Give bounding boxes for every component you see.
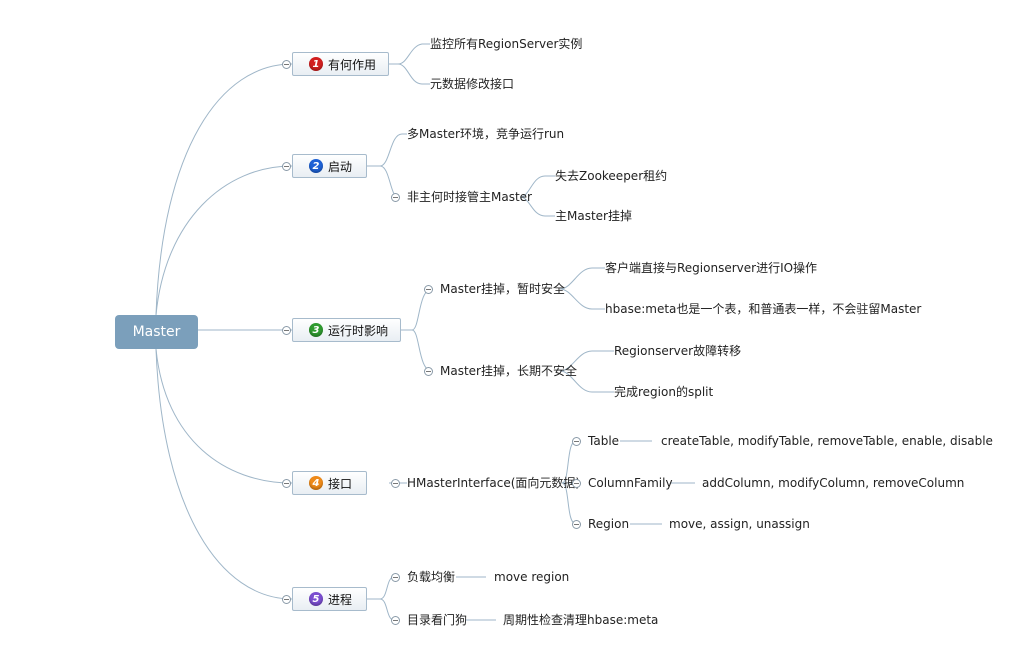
subtopic-table-ops[interactable]: createTable, modifyTable, removeTable, e… [661, 434, 993, 448]
priority-5-icon: 5 [309, 592, 323, 606]
topic-node-interface[interactable]: 4 接口 [292, 471, 367, 495]
root-node-master[interactable]: Master [115, 315, 198, 349]
priority-2-icon: 2 [309, 159, 323, 173]
topic-label: 进程 [328, 592, 353, 607]
topic-label: 接口 [328, 476, 353, 491]
priority-3-icon: 3 [309, 323, 323, 337]
priority-4-icon: 4 [309, 476, 323, 490]
collapse-toggle-icon[interactable] [282, 326, 291, 335]
subtopic-split[interactable]: 完成region的split [614, 385, 714, 399]
subtopic-region[interactable]: Region [588, 517, 630, 531]
subtopic-column-family[interactable]: ColumnFamily [588, 476, 673, 490]
collapse-toggle-icon[interactable] [391, 616, 400, 625]
subtopic-failover[interactable]: Regionserver故障转移 [614, 344, 742, 358]
collapse-toggle-icon[interactable] [572, 479, 581, 488]
collapse-toggle-icon[interactable] [424, 285, 433, 294]
subtopic-client-io[interactable]: 客户端直接与Regionserver进行IO操作 [605, 261, 818, 275]
topic-label: 运行时影响 [328, 323, 389, 338]
collapse-toggle-icon[interactable] [424, 367, 433, 376]
subtopic-table[interactable]: Table [588, 434, 620, 448]
topic-node-startup[interactable]: 2 启动 [292, 154, 367, 178]
subtopic-zk-lease[interactable]: 失去Zookeeper租约 [555, 169, 668, 183]
subtopic-load-balance[interactable]: 负载均衡 [407, 570, 456, 584]
subtopic-hmaster-interface[interactable]: HMasterInterface(面向元数据) [407, 476, 581, 490]
subtopic-meta-cleanup[interactable]: 周期性检查清理hbase:meta [503, 613, 659, 627]
subtopic-catalog-janitor[interactable]: 目录看门狗 [407, 613, 468, 627]
subtopic-hbase-meta[interactable]: hbase:meta也是一个表，和普通表一样，不会驻留Master [605, 302, 922, 316]
subtopic-move-region[interactable]: move region [494, 570, 570, 584]
topic-node-purpose[interactable]: 1 有何作用 [292, 52, 389, 76]
collapse-toggle-icon[interactable] [282, 595, 291, 604]
topic-label: 启动 [328, 159, 353, 174]
root-label: Master [132, 324, 181, 340]
subtopic-takeover[interactable]: 非主何时接管主Master [407, 190, 532, 204]
priority-1-icon: 1 [309, 57, 323, 71]
topic-node-runtime-impact[interactable]: 3 运行时影响 [292, 318, 401, 342]
subtopic-monitor[interactable]: 监控所有RegionServer实例 [430, 37, 583, 51]
collapse-toggle-icon[interactable] [391, 193, 400, 202]
subtopic-short-term[interactable]: Master挂掉，暂时安全 [440, 282, 565, 296]
subtopic-region-ops[interactable]: move, assign, unassign [669, 517, 810, 531]
subtopic-multi-master[interactable]: 多Master环境，竞争运行run [407, 127, 565, 141]
collapse-toggle-icon[interactable] [282, 60, 291, 69]
collapse-toggle-icon[interactable] [282, 162, 291, 171]
collapse-toggle-icon[interactable] [391, 479, 400, 488]
subtopic-master-down[interactable]: 主Master挂掉 [555, 209, 632, 223]
subtopic-long-term[interactable]: Master挂掉，长期不安全 [440, 364, 577, 378]
collapse-toggle-icon[interactable] [572, 520, 581, 529]
subtopic-column-family-ops[interactable]: addColumn, modifyColumn, removeColumn [702, 476, 965, 490]
collapse-toggle-icon[interactable] [572, 437, 581, 446]
collapse-toggle-icon[interactable] [282, 479, 291, 488]
topic-node-process[interactable]: 5 进程 [292, 587, 367, 611]
topic-label: 有何作用 [328, 57, 377, 72]
subtopic-meta-interface[interactable]: 元数据修改接口 [430, 77, 515, 91]
collapse-toggle-icon[interactable] [391, 573, 400, 582]
